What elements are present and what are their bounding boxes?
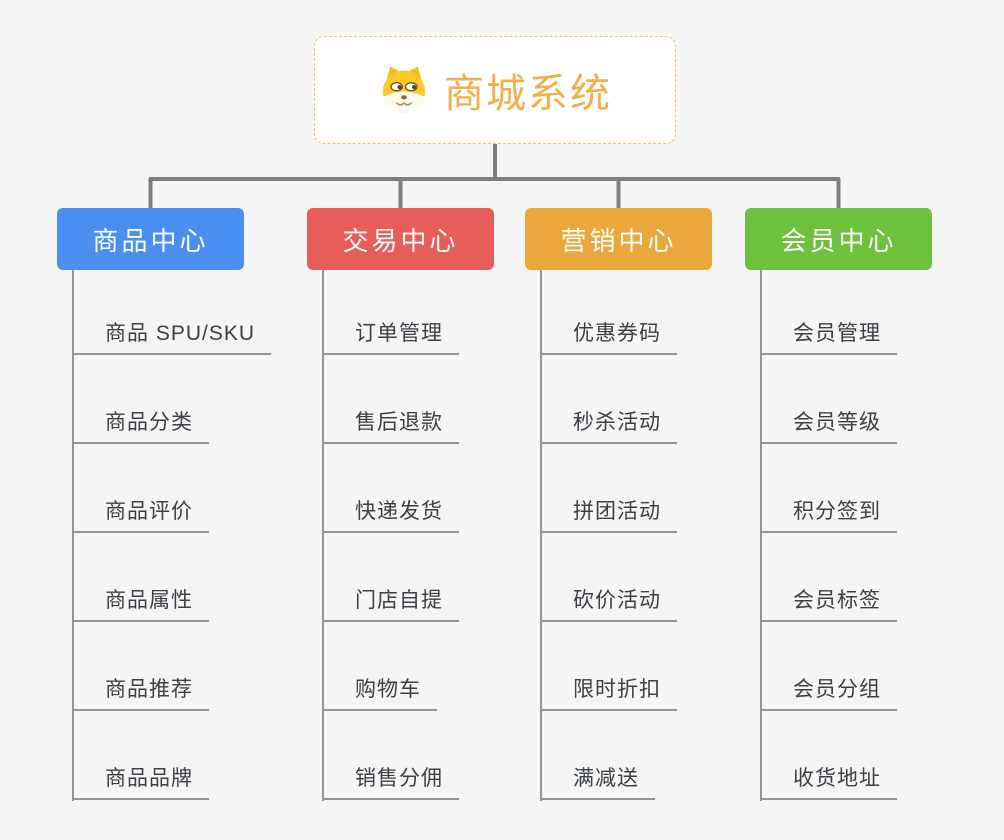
branch-label: 交易中心 (342, 225, 459, 256)
branch-connector-line (322, 270, 324, 801)
leaf-node[interactable]: 满减送 (540, 762, 655, 800)
branch-label: 会员中心 (780, 225, 897, 256)
branch-label: 营销中心 (560, 225, 677, 256)
leaf-node[interactable]: 秒杀活动 (540, 406, 677, 444)
leaf-node[interactable]: 限时折扣 (540, 673, 677, 711)
leaf-node[interactable]: 商品属性 (72, 584, 209, 622)
leaf-node[interactable]: 商品评价 (72, 495, 209, 533)
leaf-node[interactable]: 砍价活动 (540, 584, 677, 622)
leaf-node[interactable]: 收货地址 (760, 762, 897, 800)
leaf-node[interactable]: 购物车 (322, 673, 437, 711)
leaf-node[interactable]: 商品品牌 (72, 762, 209, 800)
branch-node-product-center[interactable]: 商品中心 (57, 208, 244, 270)
leaf-node[interactable]: 拼团活动 (540, 495, 677, 533)
leaf-node[interactable]: 商品分类 (72, 406, 209, 444)
leaf-node[interactable]: 订单管理 (322, 317, 459, 355)
branch-node-marketing-center[interactable]: 营销中心 (525, 208, 712, 270)
branch-connector-line (72, 270, 74, 801)
branch-node-trade-center[interactable]: 交易中心 (307, 208, 494, 270)
branch-connector-line (760, 270, 762, 801)
leaf-node[interactable]: 商品 SPU/SKU (72, 317, 272, 355)
branch-label: 商品中心 (92, 225, 209, 256)
leaf-node[interactable]: 会员标签 (760, 584, 897, 622)
leaf-node[interactable]: 积分签到 (760, 495, 897, 533)
leaf-node[interactable]: 快递发货 (322, 495, 459, 533)
root-node[interactable]: 商城系统 (314, 36, 676, 144)
leaf-node[interactable]: 售后退款 (322, 406, 459, 444)
leaf-node[interactable]: 会员分组 (760, 673, 897, 711)
branch-connector-line (540, 270, 542, 801)
shiba-dog-icon (382, 66, 426, 113)
leaf-node[interactable]: 会员等级 (760, 406, 897, 444)
leaf-node[interactable]: 销售分佣 (322, 762, 459, 800)
leaf-node[interactable]: 门店自提 (322, 584, 459, 622)
leaf-node[interactable]: 会员管理 (760, 317, 897, 355)
leaf-node[interactable]: 商品推荐 (72, 673, 209, 711)
root-node-title: 商城系统 (444, 72, 612, 116)
leaf-node[interactable]: 优惠券码 (540, 317, 677, 355)
branch-node-member-center[interactable]: 会员中心 (745, 208, 932, 270)
